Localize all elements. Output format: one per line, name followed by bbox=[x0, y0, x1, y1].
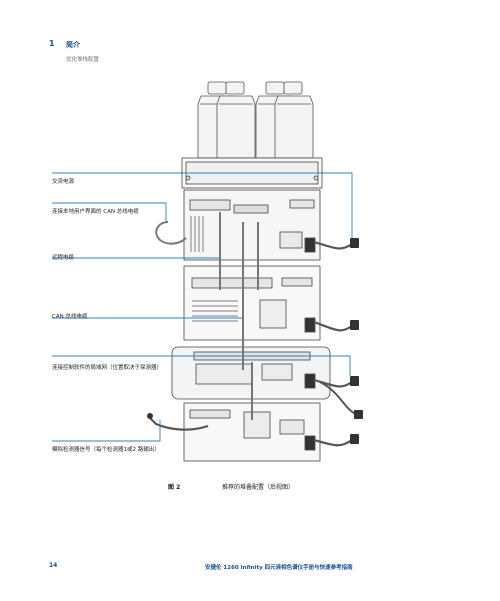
interconnect-cables bbox=[219, 212, 259, 420]
callout-can-bus-cable: CAN 总线电缆 bbox=[52, 314, 88, 320]
callout-can-bus-ui: 连接本地用户界面的 CAN 总线电缆 bbox=[52, 209, 139, 215]
callout-lan: 连接控制软件的局域网（位置取决于探测器） bbox=[52, 365, 163, 371]
power-cords bbox=[313, 240, 353, 447]
analog-connector bbox=[147, 413, 153, 419]
lan-cable bbox=[319, 381, 357, 415]
power-plugs bbox=[350, 238, 359, 444]
section-subtitle: 优化堆栈配置 bbox=[66, 57, 100, 63]
footer-document-title: 安捷伦 1260 Infinity 四元液相色谱仪手册与快速参考指南 bbox=[205, 565, 353, 571]
chapter-title: 简介 bbox=[66, 41, 80, 49]
analog-signal-cable bbox=[149, 417, 209, 431]
chapter-number: 1 bbox=[49, 39, 55, 48]
callout-lines bbox=[52, 172, 353, 442]
autosampler-module bbox=[183, 265, 321, 341]
can-cable-to-ui bbox=[155, 221, 187, 245]
solvent-bottles bbox=[197, 81, 314, 159]
callout-remote-cable: 远程电缆 bbox=[52, 255, 75, 261]
page-number: 14 bbox=[49, 562, 58, 569]
figure-number: 图 2 bbox=[168, 484, 181, 491]
callout-analog-signal: 模拟检测器信号（每个检测器1或2 路输出） bbox=[52, 447, 160, 453]
lan-plug bbox=[354, 410, 363, 419]
pump-module bbox=[183, 189, 321, 261]
callout-ac-power: 交流电源 bbox=[52, 179, 75, 185]
figure-caption: 推荐的堆叠配置（后视图） bbox=[222, 484, 295, 491]
